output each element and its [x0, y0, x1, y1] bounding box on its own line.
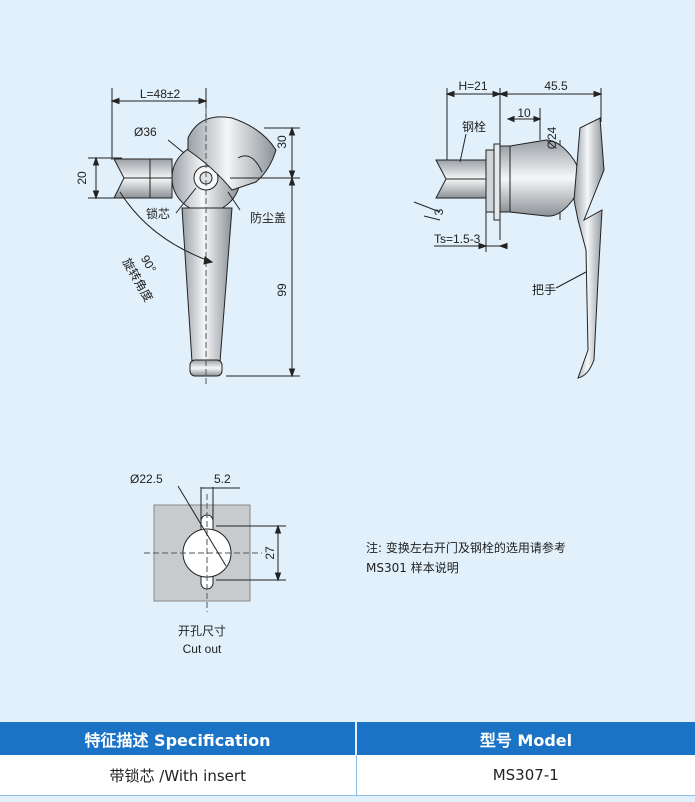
dim-99: 99 [275, 283, 289, 297]
side-view [413, 88, 605, 379]
spec-header-row: 特征描述 Specification 型号 Model [0, 722, 695, 755]
dim-diameter-36: Ø36 [134, 125, 157, 139]
label-steel-bolt: 钢栓 [462, 119, 486, 134]
cell-specification: 带锁芯 /With insert [0, 755, 357, 796]
selection-note: 注: 变换左右开门及钢栓的选用请参考 MS301 样本说明 [366, 538, 566, 578]
header-specification: 特征描述 Specification [0, 722, 357, 755]
cutout-caption-en: Cut out [182, 642, 222, 656]
dim-3: 3 [432, 208, 446, 215]
cutout-caption: 开孔尺寸 Cut out [160, 622, 244, 658]
technical-drawing: L=48±2 Ø36 20 30 99 90° 旋转角度 锁芯 防尘盖 [75, 79, 605, 612]
note-line-2: MS301 样本说明 [366, 561, 459, 575]
cutout-caption-cn: 开孔尺寸 [177, 624, 226, 638]
dim-45-5: 45.5 [544, 79, 568, 93]
cell-model: MS307-1 [356, 755, 695, 796]
cutout-dim-width: 5.2 [214, 472, 231, 486]
dim-h: H=21 [458, 79, 487, 93]
header-model: 型号 Model [356, 722, 695, 755]
label-handle: 把手 [532, 283, 556, 297]
dim-ts: Ts=1.5-3 [434, 232, 481, 246]
dim-24: Ø24 [545, 126, 559, 149]
cutout-view [144, 485, 286, 612]
dim-30: 30 [275, 135, 289, 149]
table-row: 带锁芯 /With insert MS307-1 [0, 755, 695, 796]
label-lock-core: 锁芯 [146, 206, 170, 221]
cutout-dim-height: 27 [263, 546, 277, 560]
label-dust-cover: 防尘盖 [250, 210, 286, 225]
spec-table: 特征描述 Specification 型号 Model 带锁芯 /With in… [0, 722, 695, 796]
front-view [88, 88, 300, 384]
note-line-1: 注: 变换左右开门及钢栓的选用请参考 [366, 541, 566, 555]
cutout-dim-diameter: Ø22.5 [130, 472, 163, 486]
dim-length: L=48±2 [140, 87, 181, 101]
dim-10: 10 [517, 106, 531, 120]
dim-20: 20 [75, 171, 89, 185]
